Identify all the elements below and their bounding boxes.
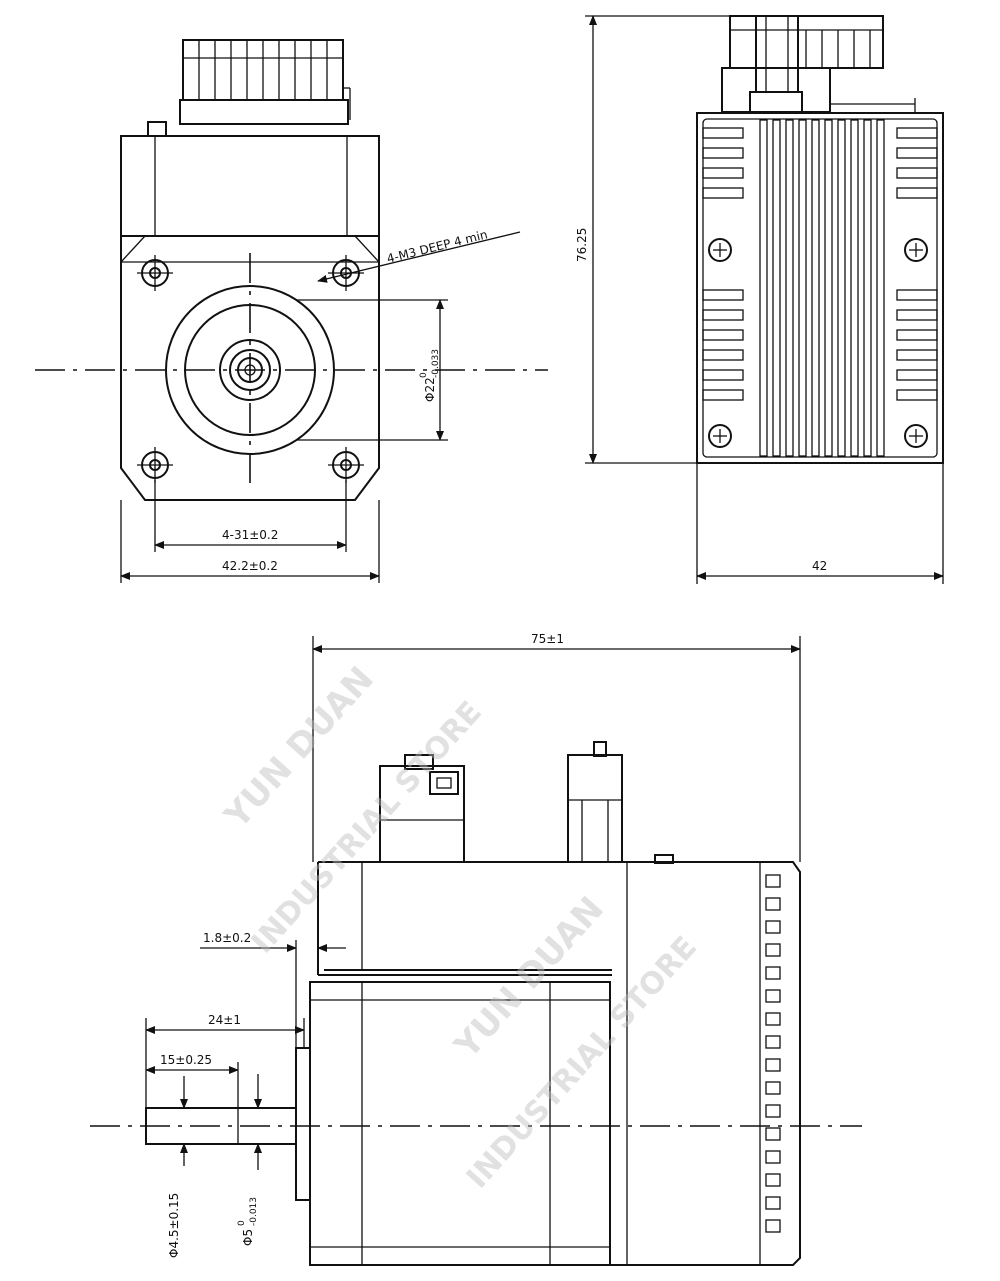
flat-dim: Φ4.5±0.15 (167, 1193, 181, 1258)
rear-connector (721, 15, 916, 113)
svg-text:YUN DUAN: YUN DUAN (216, 659, 382, 837)
side-driver-housing (318, 861, 801, 1266)
flange-width-dim: 42.2±0.2 (222, 559, 278, 573)
mounting-hole (328, 255, 364, 291)
svg-text:Φ5: Φ5 (241, 1229, 255, 1246)
svg-text:INDUSTRIAL STORE: INDUSTRIAL STORE (245, 695, 489, 961)
svg-text:0: 0 (419, 372, 429, 378)
side-flange (295, 1047, 311, 1201)
mounting-hole (328, 447, 364, 483)
front-connector (147, 39, 351, 137)
hole-spacing-dim: 4-31±0.2 (222, 528, 278, 542)
mounting-hole (137, 255, 173, 291)
shaft-length-dim: 24±1 (208, 1013, 241, 1027)
front-flange (120, 235, 380, 501)
side-view: 75±1 (90, 632, 862, 1266)
heatsink-body (696, 112, 944, 464)
svg-text:-0.013: -0.013 (249, 1197, 259, 1226)
screw-icon (904, 424, 928, 448)
pilot-diameter-dim: Φ22 0 -0.033 (419, 349, 441, 402)
screw-icon (708, 238, 732, 262)
rear-width-dim: 42 (812, 559, 827, 573)
front-view: 4-M3 DEEP 4 min Φ22 0 -0.033 4-31±0.2 42… (35, 39, 548, 583)
side-slots-left (702, 127, 744, 401)
rear-view: 76.25 42 (575, 15, 944, 584)
side-slots-right (896, 127, 938, 401)
watermark: YUN DUAN INDUSTRIAL STORE YUN DUAN INDUS… (216, 659, 704, 1195)
mounting-hole (137, 447, 173, 483)
flange-thickness-dim: 1.8±0.2 (203, 931, 251, 945)
screw-icon (904, 238, 928, 262)
svg-text:0: 0 (237, 1220, 247, 1226)
side-connector-right (567, 741, 623, 863)
overall-length-dim: 75±1 (531, 632, 564, 646)
tap-note-label: 4-M3 DEEP 4 min (385, 227, 489, 266)
heatsink-fins (759, 119, 885, 457)
front-driver-housing (120, 135, 380, 237)
shaft-diameter-dim: Φ5 0 -0.013 (237, 1197, 259, 1246)
end-vent-slots (765, 874, 781, 1233)
svg-text:-0.033: -0.033 (431, 349, 441, 378)
flat-length-dim: 15±0.25 (160, 1053, 212, 1067)
shaft-end (219, 339, 281, 401)
rear-height-dim: 76.25 (575, 228, 589, 262)
svg-text:Φ22: Φ22 (423, 377, 437, 402)
screw-icon (708, 424, 732, 448)
